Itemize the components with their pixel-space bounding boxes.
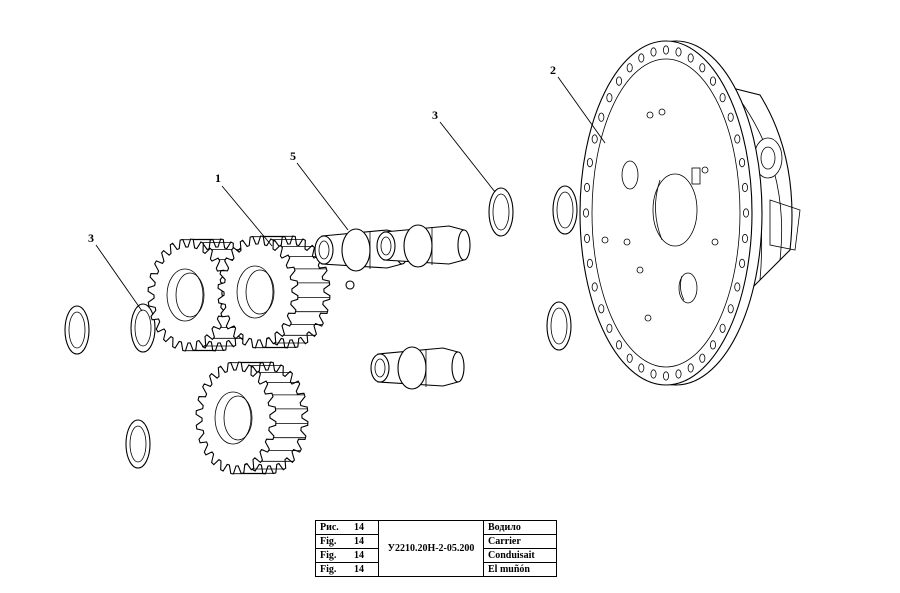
figure-label: Fig.: [315, 562, 350, 577]
callout-5: 5: [290, 149, 349, 231]
planet-gears: [147, 235, 331, 475]
locking-ball: [345, 280, 355, 290]
svg-text:2: 2: [550, 63, 556, 77]
figure-label: Рис.: [315, 520, 350, 535]
shim-washer: [552, 185, 578, 235]
svg-text:3: 3: [432, 108, 438, 122]
svg-text:1: 1: [215, 171, 221, 185]
drawing-code: У2210.20Н-2-05.200: [378, 520, 484, 577]
svg-text:5: 5: [290, 149, 296, 163]
part-name: Carrier: [483, 534, 557, 549]
shim-washer: [546, 301, 572, 351]
svg-text:3: 3: [88, 231, 94, 245]
callout-1: 1: [215, 171, 273, 247]
shim-washer: [64, 305, 90, 355]
caption-row: Fig. 14 El muñón: [315, 562, 557, 577]
planet-gear: [195, 361, 309, 475]
shim-washers: [64, 185, 578, 469]
part-name: El muñón: [483, 562, 557, 577]
part-name: Водило: [483, 520, 557, 535]
figure-number: 14: [350, 548, 379, 563]
figure-label: Fig.: [315, 534, 350, 549]
figure-number: 14: [350, 520, 379, 535]
planet-gear: [217, 235, 331, 349]
planet-pin: [376, 224, 471, 268]
caption-table: Рис. 14 У2210.20Н-2-05.200 Водило Fig. 1…: [315, 520, 557, 577]
bolt-circle-holes: [583, 45, 750, 381]
planet-pins: [314, 224, 471, 390]
caption-row: Fig. 14 Carrier: [315, 534, 557, 549]
figure-number: 14: [350, 562, 379, 577]
planet-pin: [370, 346, 465, 390]
shim-washer: [125, 419, 151, 469]
shim-washer: [130, 303, 156, 353]
callout-3-left: 3: [88, 231, 143, 312]
callout-2: 2: [550, 63, 606, 144]
callout-3-top: 3: [432, 108, 496, 193]
part-name: Conduisait: [483, 548, 557, 563]
shim-washer: [488, 187, 514, 237]
figure-number: 14: [350, 534, 379, 549]
figure-label: Fig.: [315, 548, 350, 563]
caption-row: Рис. 14 У2210.20Н-2-05.200 Водило: [315, 520, 557, 577]
carrier-plate: [579, 40, 801, 386]
